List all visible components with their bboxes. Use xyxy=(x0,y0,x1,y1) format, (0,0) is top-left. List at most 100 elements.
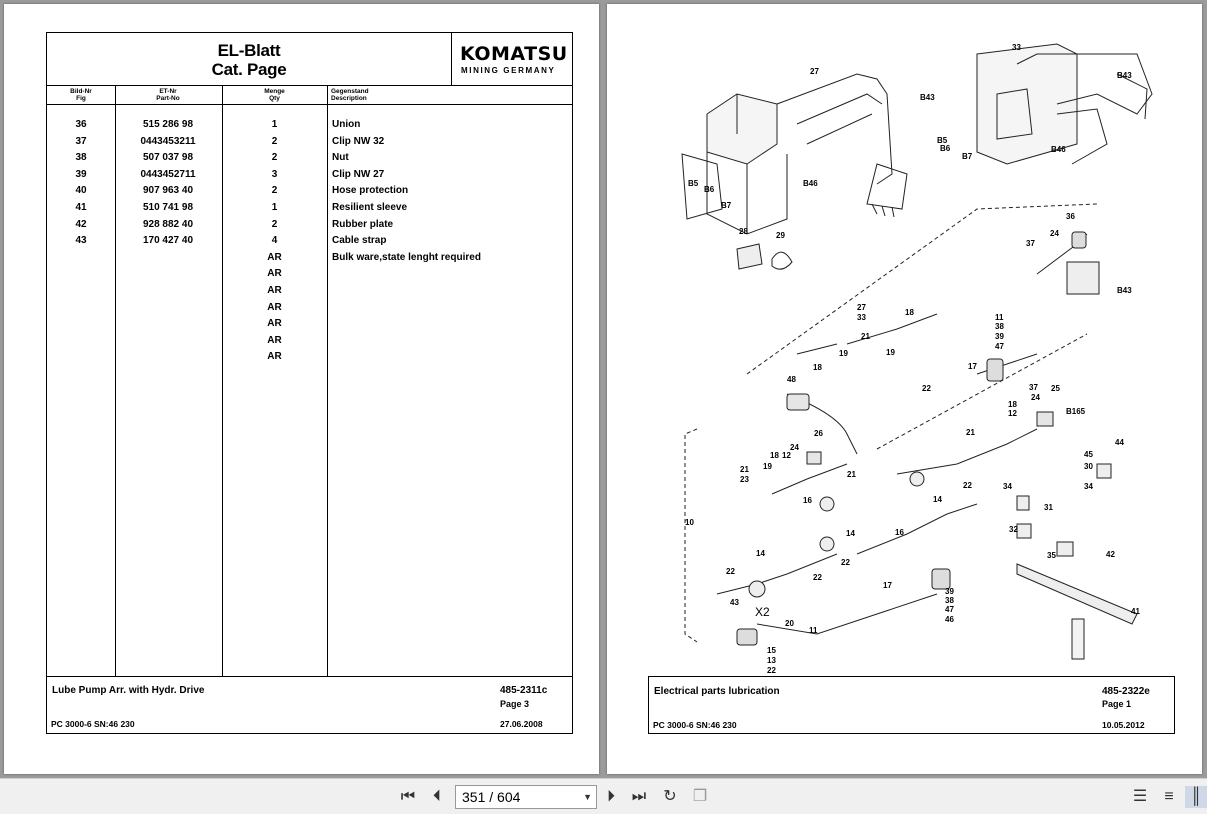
table-row: AR xyxy=(47,268,572,284)
sheet-footer: Lube Pump Arr. with Hydr. Drive 485-2311… xyxy=(47,676,572,734)
callout-label: 21 xyxy=(966,428,975,437)
callout-label: 34 xyxy=(1084,482,1093,491)
footer-date: 10.05.2012 xyxy=(1102,720,1145,730)
description-cell: Nut xyxy=(332,152,349,164)
callout-label: 33 xyxy=(1012,43,1021,52)
callout-label: 28 xyxy=(739,227,748,236)
callout-label: 16 xyxy=(803,496,812,505)
callout-label: 14 xyxy=(933,495,942,504)
callout-label: 35 xyxy=(1047,551,1056,560)
sheet-header: EL-Blatt Cat. Page KOMATSU MINING GERMAN… xyxy=(47,33,572,86)
two-page-icon[interactable]: ║ xyxy=(1185,786,1207,808)
part-number-cell: 510 741 98 xyxy=(142,202,194,213)
callout-label: 27 xyxy=(857,303,866,312)
column-divider xyxy=(327,86,328,676)
quantity-cell: AR xyxy=(267,285,282,296)
part-number-cell: 928 882 40 xyxy=(142,218,194,230)
quantity-cell: AR xyxy=(267,318,282,330)
callout-label: 19 xyxy=(839,349,848,358)
callout-label: 22 xyxy=(841,558,850,567)
callout-label: X2 xyxy=(755,605,770,619)
quantity-cell: 2 xyxy=(271,135,278,147)
next-page-icon[interactable]: ⏵ xyxy=(606,788,615,805)
footer-doc-number: 485-2311c xyxy=(500,685,548,696)
callout-label: B7 xyxy=(721,201,732,210)
first-page-icon[interactable]: ⏮ xyxy=(400,788,416,805)
column-divider xyxy=(222,86,223,676)
callout-label: 22 xyxy=(726,567,735,576)
last-page-icon[interactable]: ⏭ xyxy=(631,788,647,805)
callout-label: B43 xyxy=(920,93,935,102)
fig-cell: 36 xyxy=(75,119,87,130)
callout-label: 24 xyxy=(790,443,799,452)
callout-label: 11 xyxy=(995,313,1004,322)
footer-model: PC 3000-6 SN:46 230 xyxy=(51,719,135,729)
column-header-en: Part-No xyxy=(156,95,180,102)
quantity-cell: 3 xyxy=(271,168,278,180)
callout-label: 21 xyxy=(740,465,749,474)
callout-label: B6 xyxy=(940,144,951,153)
column-header-de: Menge xyxy=(264,88,285,95)
callout-label: 39 xyxy=(995,332,1004,341)
continuous-icon[interactable]: ≡ xyxy=(1164,788,1174,805)
description-cell: Cable strap xyxy=(332,235,387,247)
column-header-de: ET-Nr xyxy=(159,88,177,95)
callout-label: 38 xyxy=(995,322,1004,331)
single-page-icon[interactable]: ☰ xyxy=(1132,788,1148,805)
callout-label: 10 xyxy=(685,518,694,527)
viewer-toolbar: ⏮ ⏴ 351 / 604 ▼ ⏵ ⏭ ↻ ❐ ☰ ≡ ║ xyxy=(0,778,1207,814)
column-header-fig: Bild-Nr Fig xyxy=(47,88,115,104)
quantity-cell: 2 xyxy=(271,218,278,230)
diagram-sheet-footer: Electrical parts lubrication 485-2322e P… xyxy=(648,676,1175,734)
callout-label: 34 xyxy=(1003,482,1012,491)
callout-label: 37 xyxy=(1029,383,1038,392)
quantity-cell: AR xyxy=(267,251,282,263)
callout-label: 18 xyxy=(1008,400,1017,409)
footer-description: Electrical parts lubrication xyxy=(654,686,780,697)
callout-label: 22 xyxy=(813,573,822,582)
column-header-de: Gegenstand xyxy=(331,88,369,95)
callout-label: 44 xyxy=(1115,438,1124,447)
description-cell: Hose protection xyxy=(332,185,409,197)
callout-label: 43 xyxy=(730,598,739,607)
prev-page-icon[interactable]: ⏴ xyxy=(432,788,441,805)
fig-cell: 42 xyxy=(75,218,87,230)
description-cell: Clip NW 32 xyxy=(332,135,385,147)
page-indicator: 351 / 604 xyxy=(462,789,521,805)
callout-label: 31 xyxy=(1044,503,1053,512)
quantity-cell: 2 xyxy=(271,185,278,197)
fig-cell: 38 xyxy=(75,152,87,164)
column-header-rule xyxy=(47,104,572,105)
callout-label: 42 xyxy=(1106,550,1115,559)
description-cell: Union xyxy=(332,119,361,130)
description-cell: Rubber plate xyxy=(332,218,394,230)
callout-label: 45 xyxy=(1084,450,1093,459)
callout-label: 16 xyxy=(895,528,904,537)
fit-icon[interactable]: ❐ xyxy=(692,788,708,805)
callout-label: 25 xyxy=(1051,384,1060,393)
callout-label: 18 xyxy=(905,308,914,317)
catalog-sheet: EL-Blatt Cat. Page KOMATSU MINING GERMAN… xyxy=(46,32,573,734)
page-selector[interactable]: 351 / 604 ▼ xyxy=(455,785,597,809)
callout-label: 24 xyxy=(1050,229,1059,238)
column-header-de: Bild-Nr xyxy=(70,88,92,95)
rotate-icon[interactable]: ↻ xyxy=(663,788,677,805)
callout-label: B46 xyxy=(803,179,818,188)
logo-subtext: MINING GERMANY xyxy=(461,66,556,75)
left-document-page: EL-Blatt Cat. Page KOMATSU MINING GERMAN… xyxy=(4,4,599,774)
callout-label: 22 xyxy=(922,384,931,393)
callout-label: 14 xyxy=(846,529,855,538)
callout-label: B43 xyxy=(1117,286,1132,295)
callout-label: 27 xyxy=(810,67,819,76)
callout-label: 47 xyxy=(945,605,954,614)
footer-doc-number: 485-2322e xyxy=(1102,686,1150,697)
callout-label: B6 xyxy=(704,185,715,194)
callout-label: 22 xyxy=(963,481,972,490)
callout-label: 47 xyxy=(995,342,1004,351)
fig-cell: 39 xyxy=(75,168,87,180)
table-row: 42 928 882 40 2 Rubber plate xyxy=(47,219,572,235)
